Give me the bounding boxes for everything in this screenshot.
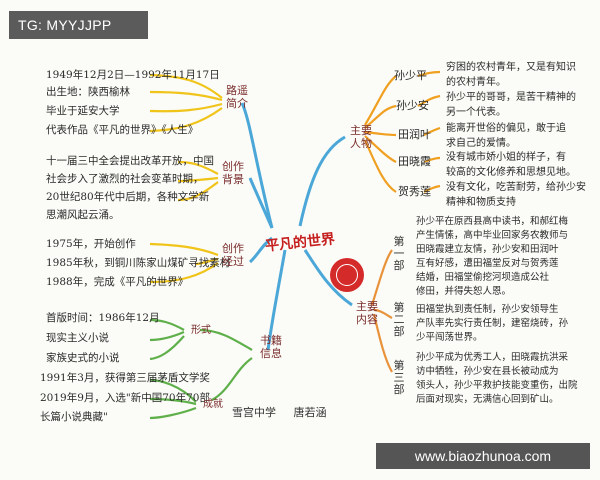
- leaf-lines-content: [370, 249, 393, 373]
- author-line-2: 出生地：陕西榆林: [46, 86, 130, 98]
- background-line-4: 思潮风起云涌。: [46, 209, 120, 221]
- person-desc-1a: 穷困的农村青年，又是有知识: [446, 62, 576, 73]
- branch-label-background: 创作背景: [222, 160, 244, 186]
- person-desc-3b: 求自己的爱情。: [446, 138, 516, 149]
- branch-label-book: 书籍信息: [260, 334, 282, 360]
- school-seal-icon: [330, 258, 364, 292]
- part-label-1: 第一部: [393, 235, 405, 272]
- credit: 雪宫中学 唐若涵: [232, 404, 326, 420]
- branch-label-content: 主要内容: [356, 300, 378, 326]
- honor-line-2: 2019年9月，入选"新中国70年70部: [40, 392, 210, 404]
- background-line-3: 20世纪80年代中后期，各种文学新: [46, 191, 210, 203]
- person-desc-4a: 没有城市娇小姐的样子，有: [446, 152, 566, 163]
- author-line-4: 代表作品《平凡的世界》《人生》: [46, 124, 199, 136]
- process-line-1: 1975年，开始创作: [46, 238, 136, 250]
- part3-line-1: 孙少平成为优秀工人，田晓霞抗洪采: [416, 352, 569, 363]
- author-line-3: 毕业于延安大学: [46, 105, 120, 117]
- author-line-1: 1949年12月2日—1992年11月17日: [46, 69, 220, 81]
- person-name-2: 孙少安: [396, 99, 429, 112]
- part1-line-6: 修田，并得失恕人恩。: [416, 286, 512, 297]
- person-desc-2a: 孙少平的哥哥，是苦干精神的: [446, 92, 576, 103]
- branch-line-author: [240, 102, 274, 229]
- branch-label-author: 路遥简介: [226, 84, 248, 110]
- part-label-3: 第三部: [393, 359, 405, 396]
- part1-line-1: 孙少平在原西县高中读书，和郝红梅: [416, 216, 569, 227]
- form-line-1: 首版时间：1986年12月: [46, 312, 160, 324]
- credit-author: 唐若涵: [293, 406, 327, 419]
- background-line-2: 社会步入了激烈的社会变革时期，: [46, 173, 204, 185]
- person-desc-3a: 能离开世俗的偏见，敢于追: [446, 123, 566, 134]
- form-line-3: 家族史式的小说: [46, 352, 120, 364]
- sub-label-form: 形式: [191, 325, 211, 336]
- person-name-5: 贺秀莲: [398, 185, 431, 198]
- sub-label-honor: 成就: [203, 399, 223, 410]
- part2-line-2: 产队率先实行责任制，建窑烧砖，孙: [416, 318, 569, 329]
- part-label-2: 第二部: [393, 301, 405, 338]
- person-desc-1b: 的农村青年。: [446, 77, 506, 88]
- telegram-badge: TG: MYYJJPP: [9, 11, 148, 39]
- process-line-2: 1985年秋，到铜川陈家山煤矿寻找素材: [46, 257, 231, 269]
- form-line-2: 现实主义小说: [46, 332, 109, 344]
- credit-school: 雪宫中学: [232, 406, 276, 419]
- part3-line-3: 领头人，孙少平救护技能变重伤，出院: [416, 380, 578, 391]
- part3-line-4: 后面对现实，无满信心回到矿山。: [416, 394, 559, 405]
- part1-line-5: 结婚，田福堂偷挖河坝造成公社: [416, 272, 550, 283]
- part2-line-3: 少平闯荡世界。: [416, 332, 483, 343]
- branch-label-process: 创作经过: [222, 242, 244, 268]
- person-name-3: 田润叶: [398, 128, 431, 141]
- part2-line-1: 田福堂执到责任制，孙少安领导生: [416, 304, 559, 315]
- honor-line-1: 1991年3月，获得第三届茅盾文学奖: [40, 372, 210, 384]
- person-desc-5a: 没有文化，吃苦耐劳，给孙少安: [446, 182, 586, 193]
- branch-line-book: [266, 249, 287, 351]
- branch-label-people: 主要人物: [350, 124, 372, 150]
- person-desc-2b: 另一个代表。: [446, 107, 506, 118]
- process-line-3: 1988年，完成《平凡的世界》: [46, 276, 189, 288]
- part1-line-2: 产生情愫，高中毕业回家务农教师与: [416, 230, 569, 241]
- part3-line-2: 访中牺牲，孙少安在县长被动成为: [416, 366, 559, 377]
- leaf-lines-people: [363, 70, 441, 193]
- leaf-lines-green: [149, 318, 253, 420]
- part1-line-3: 田晓霞建立友情，孙少安和田润叶: [416, 244, 559, 255]
- background-line-1: 十一届三中全会提出改革开放，中国: [46, 155, 214, 167]
- person-desc-4b: 较高的文化修养和思想见地。: [446, 167, 576, 178]
- branch-line-content: [303, 249, 353, 307]
- person-desc-5b: 精神和物质支持: [446, 197, 516, 208]
- site-watermark: www.biaozhunoa.com: [376, 443, 590, 469]
- leaf-lines-yellow: [149, 73, 223, 284]
- honor-line-3: 长篇小说典藏": [40, 411, 108, 423]
- person-name-4: 田晓霞: [398, 155, 431, 168]
- person-name-1: 孙少平: [394, 69, 427, 82]
- branch-line-people: [298, 135, 346, 227]
- part1-line-4: 互有好感，遭田福堂反对与贺秀莲: [416, 258, 559, 269]
- branch-line-process: [248, 236, 273, 264]
- branch-line-background: [248, 177, 274, 229]
